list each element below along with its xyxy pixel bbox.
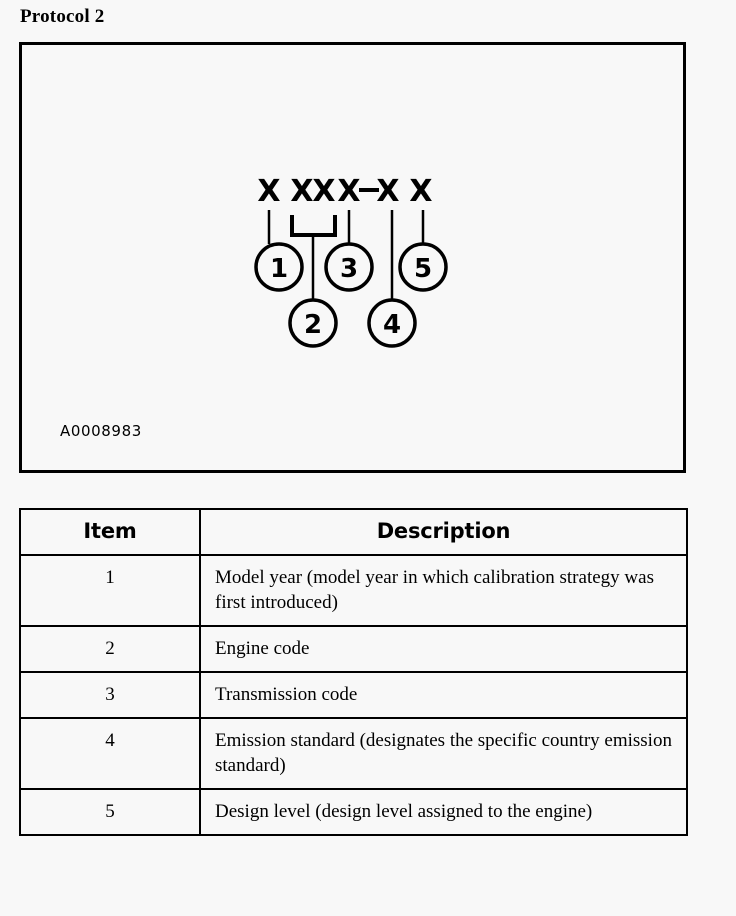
callout-circle-5 <box>398 242 448 292</box>
column-header-description: Description <box>199 508 688 556</box>
callout-circle-1 <box>254 242 304 292</box>
callout-circle-4 <box>367 298 417 348</box>
callout-label-3: 3 <box>340 254 358 284</box>
code-char-6: X <box>376 174 399 209</box>
cell-item: 5 <box>19 788 201 836</box>
page-title: Protocol 2 <box>20 6 105 27</box>
cell-description: Design level (design level assigned to t… <box>199 788 688 836</box>
table-row: 1 Model year (model year in which calibr… <box>19 554 688 627</box>
cell-description: Transmission code <box>199 671 688 719</box>
figure-frame: X X X X X X 1 2 3 4 <box>19 42 686 473</box>
item-description-table: Item Description 1 Model year (model yea… <box>19 508 688 836</box>
table-row: 5 Design level (design level assigned to… <box>19 788 688 836</box>
callout-label-5: 5 <box>414 254 432 284</box>
table-row: 2 Engine code <box>19 625 688 673</box>
bracket-engine-code <box>290 215 337 237</box>
cell-description: Engine code <box>199 625 688 673</box>
code-dash-separator <box>359 188 379 192</box>
callout-label-2: 2 <box>304 310 322 340</box>
cell-item: 3 <box>19 671 201 719</box>
cell-item: 2 <box>19 625 201 673</box>
code-char-7: X <box>409 174 432 209</box>
cell-item: 1 <box>19 554 201 627</box>
table-header-row: Item Description <box>19 508 688 556</box>
code-char-4: X <box>337 174 360 209</box>
column-header-item: Item <box>19 508 201 556</box>
table-row: 4 Emission standard (designates the spec… <box>19 717 688 790</box>
cell-description: Emission standard (designates the specif… <box>199 717 688 790</box>
figure-id-label: A0008983 <box>60 422 142 440</box>
code-char-3: X <box>312 174 335 209</box>
table-row: 3 Transmission code <box>19 671 688 719</box>
callout-label-1: 1 <box>270 254 288 284</box>
cell-description: Model year (model year in which calibrat… <box>199 554 688 627</box>
callout-label-4: 4 <box>383 310 401 340</box>
callout-circle-3 <box>324 242 374 292</box>
calibration-code-diagram: X X X X X X 1 2 3 4 <box>254 174 448 348</box>
callout-circle-2 <box>288 298 338 348</box>
cell-item: 4 <box>19 717 201 790</box>
code-char-2: X <box>290 174 313 209</box>
code-char-1: X <box>257 174 280 209</box>
